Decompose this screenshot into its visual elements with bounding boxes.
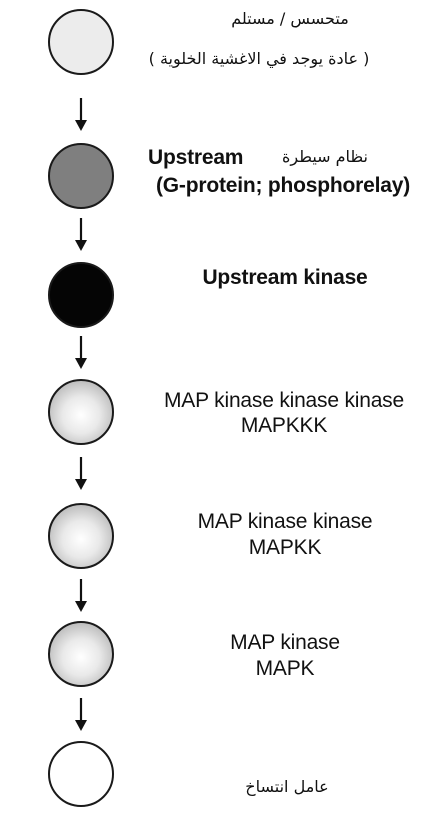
transcription-factor-node <box>48 741 114 807</box>
mapkkk-label: MAP kinase kinase kinase <box>164 389 404 412</box>
arrow-down-icon <box>74 698 88 732</box>
receptor-node <box>48 9 114 75</box>
mapkkk-node <box>48 379 114 445</box>
arrow-down-icon <box>74 579 88 613</box>
mapkk-node <box>48 503 114 569</box>
arrow-down-icon <box>74 457 88 491</box>
mapkk-abbrev: MAPKK <box>248 536 322 559</box>
regulator-label: Upstream <box>148 146 244 169</box>
mapkkk-abbrev: MAPKKK <box>240 414 328 437</box>
upstream-kinase-label: Upstream kinase <box>202 266 368 289</box>
transcription-factor-label: عامل انتساخ <box>245 777 329 796</box>
arrow-down-icon <box>74 218 88 252</box>
mapk-label: MAP kinase <box>230 631 340 654</box>
receptor-location-note: ( عادة يوجد في الاغشية الخلوية ) <box>148 49 370 68</box>
regulator-examples: (G-protein; phosphorelay) <box>156 174 410 197</box>
mapkk-label: MAP kinase kinase <box>197 510 373 533</box>
receptor-label: متحسس / مستلم <box>231 9 349 28</box>
arrow-down-icon <box>74 98 88 132</box>
arrow-down-icon <box>74 336 88 370</box>
upstream-kinase-node <box>48 262 114 328</box>
mapk-node <box>48 621 114 687</box>
regulator-arabic-label: نظام سيطرة <box>281 147 368 166</box>
upstream-regulator-node <box>48 143 114 209</box>
mapk-abbrev: MAPK <box>255 657 315 680</box>
